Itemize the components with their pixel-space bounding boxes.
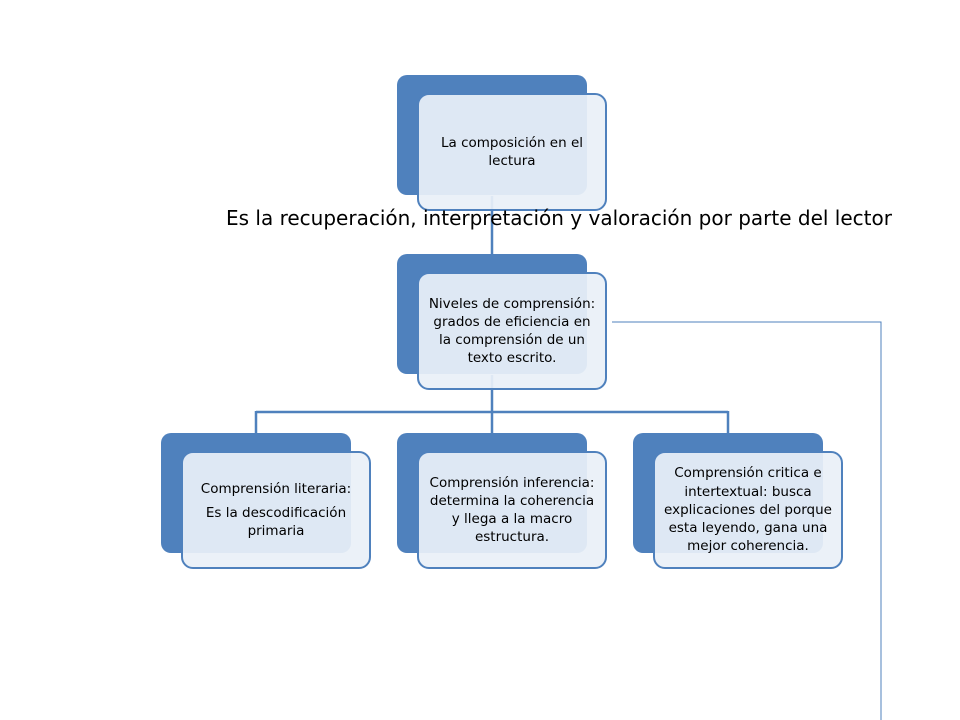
caption-text: Es la recuperación, interpretación y val…: [226, 206, 892, 230]
node-levels: Niveles de comprensión: grados de eficie…: [397, 254, 612, 394]
node-literal-box: Comprensión literaria: Es la descodifica…: [181, 451, 371, 569]
node-critical: Comprensión critica e intertextual: busc…: [633, 433, 848, 573]
node-root: La composición en el lectura: [397, 75, 612, 215]
node-literal: Comprensión literaria: Es la descodifica…: [161, 433, 376, 573]
node-literal-detail: Es la descodificación primaria: [205, 504, 347, 540]
node-inferential-box: Comprensión inferencia: determina la coh…: [417, 451, 607, 569]
node-levels-box: Niveles de comprensión: grados de eficie…: [417, 272, 607, 390]
node-levels-text: Niveles de comprensión: grados de eficie…: [428, 295, 596, 367]
side-bracket-line: [612, 321, 882, 720]
node-inferential: Comprensión inferencia: determina la coh…: [397, 433, 612, 573]
node-critical-box: Comprensión critica e intertextual: busc…: [653, 451, 843, 569]
node-root-box: La composición en el lectura: [417, 93, 607, 211]
node-literal-title: Comprensión literaria:: [200, 480, 352, 497]
node-root-text: La composición en el lectura: [440, 134, 584, 169]
node-inferential-text: Comprensión inferencia: determina la coh…: [429, 474, 595, 546]
node-critical-text: Comprensión critica e intertextual: busc…: [664, 465, 832, 555]
